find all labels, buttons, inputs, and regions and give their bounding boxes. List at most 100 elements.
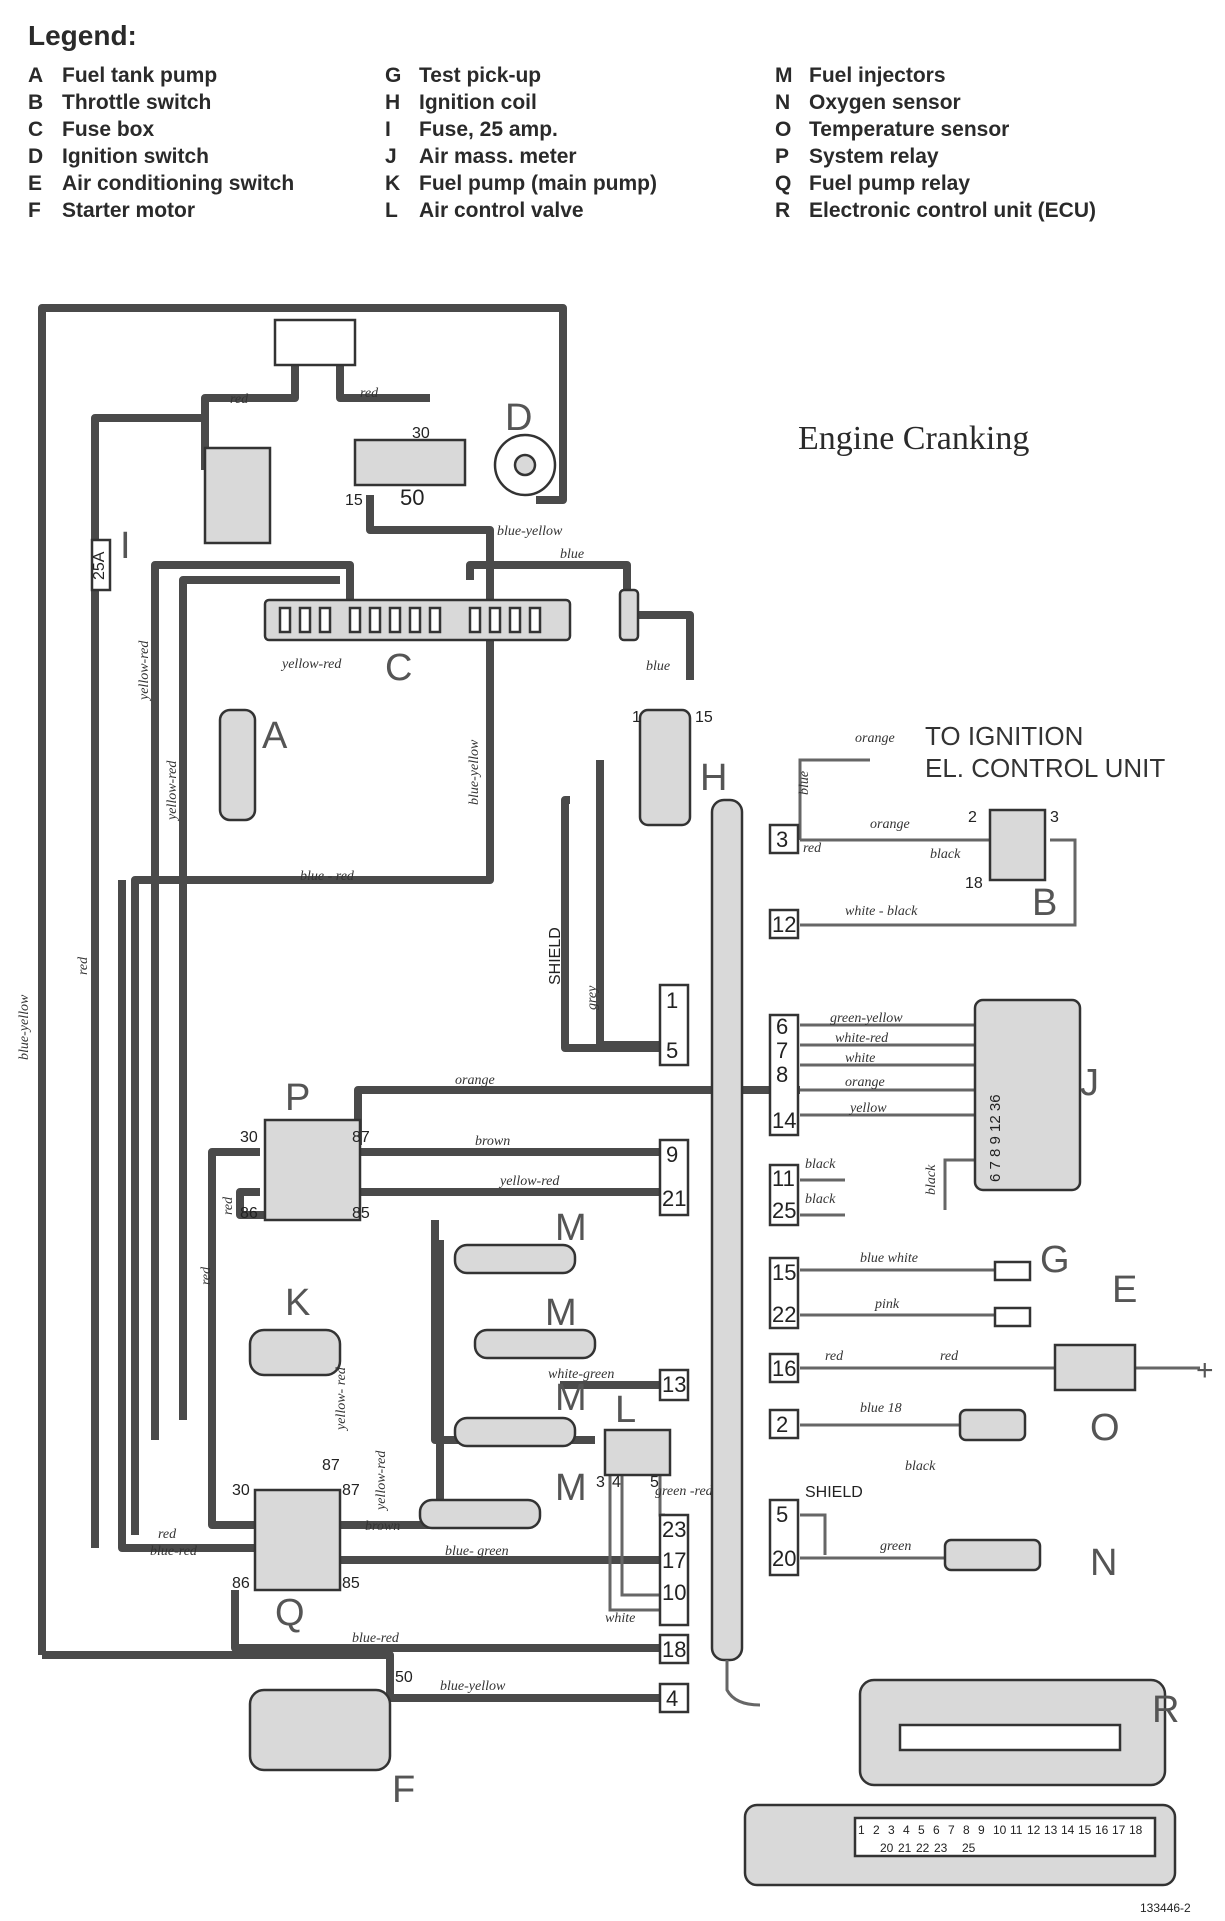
drawing-code: 133446-2 — [1140, 1901, 1191, 1915]
svg-text:blue-red: blue-red — [150, 1544, 198, 1559]
svg-text:23: 23 — [934, 1841, 948, 1855]
terminal-block-11-25 — [768, 1163, 800, 1227]
svg-text:30: 30 — [412, 425, 430, 442]
svg-text:orange: orange — [455, 1073, 495, 1088]
ignition-coil — [638, 708, 692, 827]
svg-text:green-yellow: green-yellow — [830, 1011, 903, 1026]
terminal-block-23-10 — [658, 1513, 690, 1627]
air-mass-meter — [973, 998, 1082, 1192]
fuel-tank-pump — [218, 708, 257, 822]
svg-text:yellow- red: yellow- red — [334, 1366, 349, 1432]
svg-text:18: 18 — [965, 875, 983, 892]
svg-text:15: 15 — [772, 1260, 796, 1285]
svg-text:11: 11 — [772, 1166, 795, 1191]
injector-4 — [418, 1498, 542, 1530]
svg-text:87: 87 — [322, 1457, 340, 1474]
svg-text:blue white: blue white — [860, 1251, 918, 1266]
fuse-25a-label: 25A — [91, 551, 108, 580]
ecu-connector-slot — [898, 1723, 1122, 1752]
terminal-block-6-14 — [768, 1013, 800, 1137]
to-ignition-line2: EL. CONTROL UNIT — [925, 753, 1165, 783]
air-mass-meter-pins: 6 7 8 9 12 36 — [987, 1094, 1004, 1182]
oxygen-sensor — [943, 1538, 1042, 1572]
svg-text:6: 6 — [776, 1014, 788, 1039]
to-ignition-line1: TO IGNITION — [925, 721, 1083, 751]
svg-text:white: white — [605, 1611, 635, 1626]
svg-text:16: 16 — [1095, 1823, 1109, 1837]
svg-text:white - black: white - black — [845, 904, 918, 919]
wire-shield — [596, 760, 660, 1049]
svg-text:10: 10 — [993, 1823, 1007, 1837]
svg-text:black: black — [805, 1157, 836, 1172]
svg-text:21: 21 — [898, 1841, 912, 1855]
svg-text:5: 5 — [666, 1038, 678, 1063]
svg-text:18: 18 — [1129, 1823, 1143, 1837]
svg-text:2: 2 — [873, 1823, 880, 1837]
svg-text:1: 1 — [858, 1823, 865, 1837]
svg-text:86: 86 — [240, 1205, 258, 1222]
svg-text:red: red — [76, 956, 91, 975]
svg-text:blue: blue — [646, 659, 670, 674]
fuse-slots — [278, 606, 542, 634]
svg-text:18: 18 — [662, 1637, 686, 1662]
terminal-block-13 — [658, 1368, 690, 1402]
starter-motor — [248, 1688, 392, 1772]
svg-text:red: red — [230, 392, 249, 407]
svg-text:yellow-red: yellow-red — [374, 1450, 389, 1512]
terminal-block-18 — [658, 1633, 690, 1665]
svg-text:blue-yellow: blue-yellow — [17, 994, 32, 1060]
svg-text:O: O — [1090, 1407, 1120, 1449]
svg-text:3: 3 — [596, 1474, 605, 1491]
svg-text:black: black — [805, 1192, 836, 1207]
svg-text:red: red — [158, 1527, 177, 1542]
svg-text:13: 13 — [1044, 1823, 1058, 1837]
ecu-connector-pins: 1 2 3 4 5 6 7 8 9 10 11 12 13 14 15 16 1… — [853, 1816, 1157, 1858]
svg-text:17: 17 — [662, 1548, 686, 1573]
svg-text:25: 25 — [772, 1198, 796, 1223]
svg-text:white-green: white-green — [548, 1367, 614, 1382]
ignition-key-center — [513, 453, 537, 477]
svg-text:I: I — [120, 525, 131, 567]
svg-text:20: 20 — [880, 1841, 894, 1855]
svg-text:red: red — [825, 1349, 844, 1364]
terminal-blocks — [658, 823, 800, 1714]
svg-text:M: M — [555, 1377, 587, 1419]
svg-text:G: G — [1040, 1239, 1070, 1281]
svg-text:R: R — [1152, 1689, 1179, 1731]
svg-text:4: 4 — [903, 1823, 910, 1837]
injector-3 — [453, 1416, 577, 1448]
svg-text:yellow-red: yellow-red — [498, 1174, 560, 1189]
svg-text:15: 15 — [345, 492, 363, 509]
svg-text:50: 50 — [395, 1669, 413, 1686]
svg-text:blue-yellow: blue-yellow — [440, 1679, 506, 1694]
svg-text:3: 3 — [1050, 809, 1059, 826]
svg-text:yellow-red: yellow-red — [137, 640, 152, 702]
wire-battery-top — [201, 355, 299, 470]
svg-text:2: 2 — [968, 809, 977, 826]
svg-text:white-red: white-red — [835, 1031, 889, 1046]
svg-text:M: M — [555, 1207, 587, 1249]
throttle-switch — [988, 808, 1047, 882]
svg-text:7: 7 — [948, 1823, 955, 1837]
svg-text:blue-yellow: blue-yellow — [467, 739, 482, 805]
svg-text:5: 5 — [650, 1474, 659, 1491]
svg-text:black: black — [905, 1459, 936, 1474]
harness-trunk — [710, 798, 744, 1662]
svg-text:B: B — [1032, 882, 1057, 924]
svg-text:brown: brown — [365, 1519, 400, 1534]
svg-text:6: 6 — [933, 1823, 940, 1837]
svg-text:15: 15 — [1078, 1823, 1092, 1837]
fuel-pump — [248, 1328, 342, 1377]
svg-text:9: 9 — [666, 1142, 678, 1167]
svg-text:blue-red: blue-red — [352, 1631, 400, 1646]
test-pickup-2 — [993, 1306, 1032, 1328]
relay-block — [273, 318, 357, 367]
legend-title: Legend: — [28, 20, 137, 51]
svg-text:blue-yellow: blue-yellow — [497, 524, 563, 539]
